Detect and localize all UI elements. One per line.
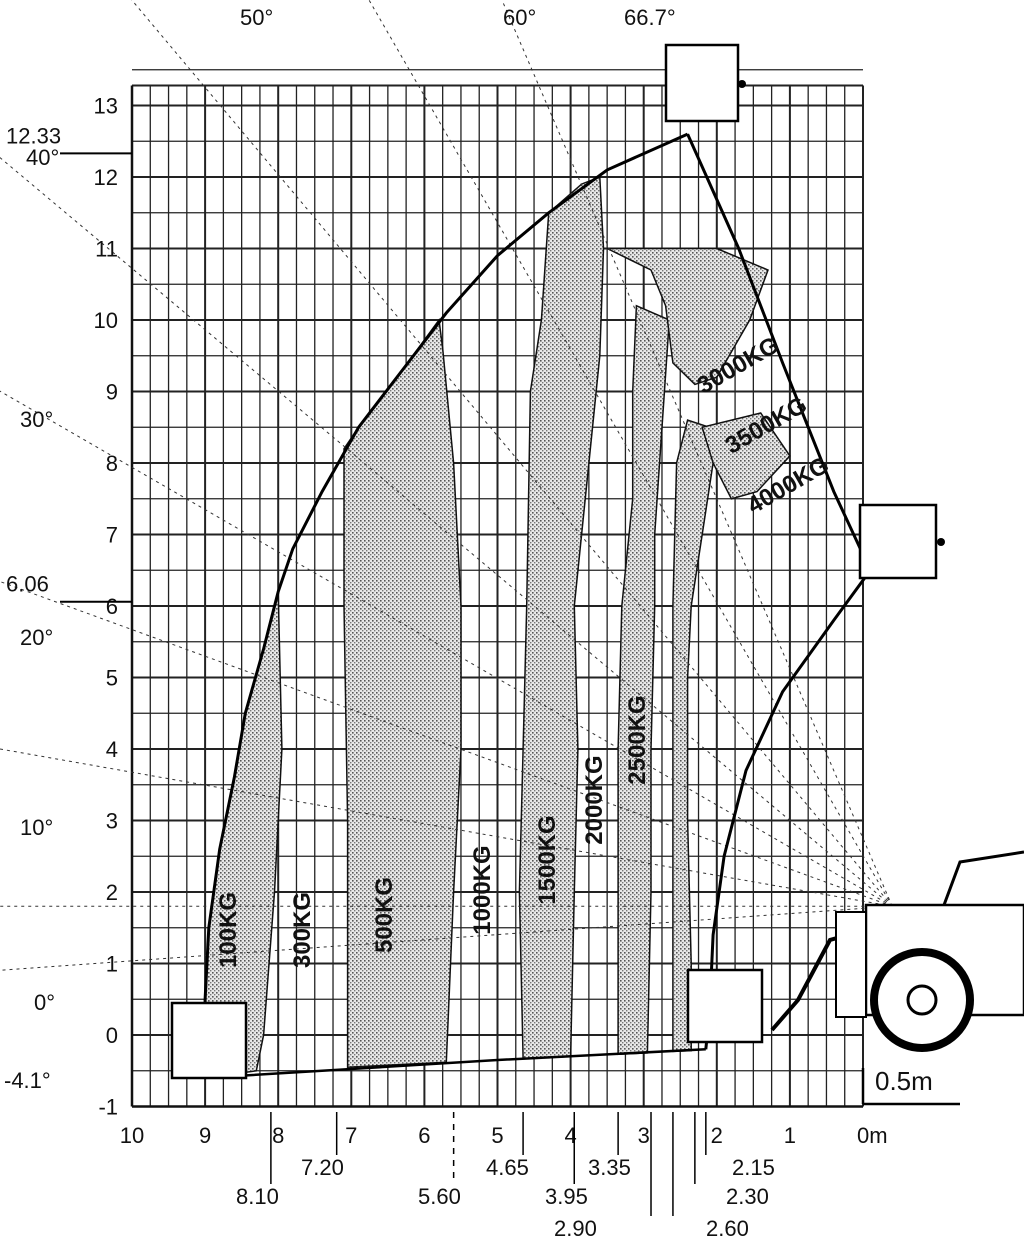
load-label: 2000KG <box>581 755 608 844</box>
reach-mark-label: 2.60 <box>706 1216 749 1241</box>
x-tick-label: 10 <box>120 1123 144 1148</box>
machine-wheel-hub <box>906 984 938 1016</box>
x-tick-label: 5 <box>491 1123 503 1148</box>
load-label: 1000KG <box>469 845 496 934</box>
boom-angle-label: 0° <box>34 990 55 1015</box>
load-label: 1500KG <box>534 815 561 904</box>
height-mark-label: 12.33 <box>6 123 61 148</box>
envelope-bottom-line <box>205 1048 706 1080</box>
reach-mark-label: 5.60 <box>418 1184 461 1209</box>
machine-cab <box>942 850 1024 906</box>
load-zone-3000kg <box>606 247 769 386</box>
reach-mark-label: 8.10 <box>236 1184 279 1209</box>
y-tick-label: 10 <box>94 308 118 333</box>
boom-angle-label: -4.1° <box>4 1068 51 1093</box>
envelope-outer-curve <box>203 132 689 1078</box>
y-tick-label: -1 <box>98 1095 118 1120</box>
x-tick-label: 1 <box>784 1123 796 1148</box>
x-tick-label: 8 <box>272 1123 284 1148</box>
load-label: 300KG <box>289 892 316 968</box>
carriage-top-figure <box>664 43 740 123</box>
load-label: 500KG <box>371 877 398 953</box>
y-tick-label: 3 <box>106 809 118 834</box>
y-tick-label: 6 <box>106 594 118 619</box>
boom-angle-label: 10° <box>20 815 53 840</box>
load-label: 2500KG <box>624 695 651 784</box>
load-zone-1500kg <box>518 175 605 1060</box>
load-zone-2500kg <box>672 419 714 1053</box>
envelope-inner-curve <box>686 133 873 1050</box>
boom-angle-label: 20° <box>20 625 53 650</box>
boom-angle-label: 30° <box>20 407 53 432</box>
x-tick-label: 3 <box>638 1123 650 1148</box>
machine-figures <box>170 43 1024 1106</box>
y-tick-label: 4 <box>106 737 118 762</box>
machine-boom-head <box>835 911 867 1018</box>
y-tick-label: 8 <box>106 451 118 476</box>
load-zone-3500kg <box>701 412 791 500</box>
y-tick-label: 7 <box>106 523 118 548</box>
y-tick-label: 1 <box>106 952 118 977</box>
y-tick-label: 0 <box>106 1023 118 1048</box>
y-tick-label: 9 <box>106 380 118 405</box>
carriage-mid-figure <box>858 503 938 580</box>
carriage-top-pin <box>738 80 746 88</box>
scale-bar-label: 0.5m <box>875 1066 933 1096</box>
y-tick-label: 11 <box>95 237 118 262</box>
x-tick-label: 9 <box>199 1123 211 1148</box>
reach-mark-label: 3.35 <box>588 1155 631 1180</box>
x-tick-label: 7 <box>345 1123 357 1148</box>
y-tick-label: 13 <box>94 94 118 119</box>
carriage-near-figure <box>686 968 764 1044</box>
load-zone-500kg <box>343 318 462 1068</box>
load-zones <box>204 175 791 1079</box>
carriage-far-figure <box>170 1001 248 1080</box>
y-tick-label: 12 <box>94 165 118 190</box>
carriage-mid-pin <box>937 538 945 546</box>
boom-angle-label: 60° <box>503 5 536 30</box>
reach-mark-label: 7.20 <box>301 1155 344 1180</box>
x-tick-label: 0m <box>857 1123 888 1148</box>
x-tick-label: 6 <box>418 1123 430 1148</box>
reach-mark-label: 2.15 <box>732 1155 775 1180</box>
boom-angle-label: 66.7° <box>624 5 676 30</box>
reach-mark-label: 3.95 <box>545 1184 588 1209</box>
working-envelope <box>203 132 873 1080</box>
height-mark-label: 6.06 <box>6 572 49 597</box>
boom-angle-label: 40° <box>26 145 59 170</box>
x-tick-label: 2 <box>711 1123 723 1148</box>
y-tick-label: 2 <box>106 880 118 905</box>
reach-mark-label: 2.30 <box>726 1184 769 1209</box>
reach-mark-label: 4.65 <box>486 1155 529 1180</box>
reach-mark-label: 2.90 <box>554 1216 597 1241</box>
load-label: 100KG <box>215 892 242 968</box>
boom-angle-label: 50° <box>240 5 273 30</box>
y-tick-label: 5 <box>106 666 118 691</box>
